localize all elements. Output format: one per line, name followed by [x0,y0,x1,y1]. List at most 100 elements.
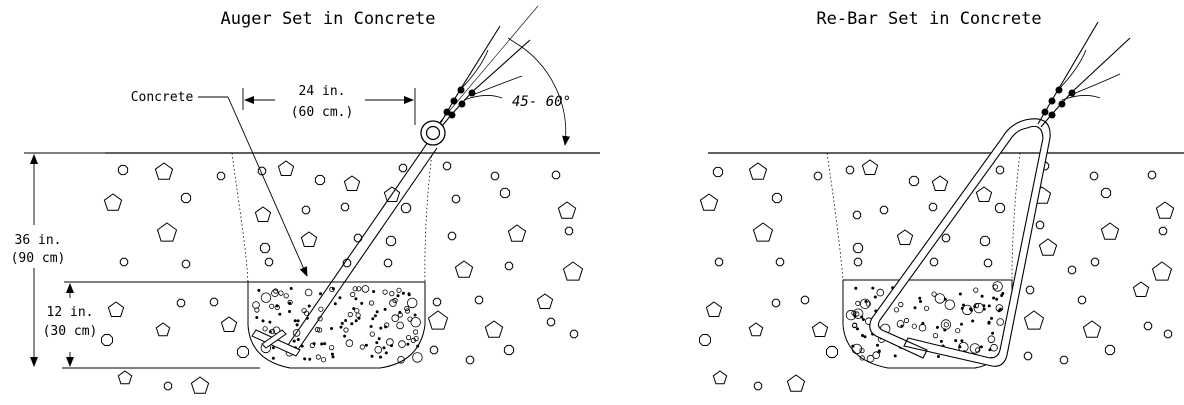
aggregate-particle [309,358,311,360]
soil-rock [238,347,249,358]
aggregate-particle [332,288,334,290]
soil-rock [776,258,783,265]
aggregate-particle [864,336,866,338]
soil-rock [1090,172,1097,179]
soil-rock [210,298,217,305]
soil-rock [942,234,949,241]
aggregate-particle [981,295,983,297]
soil-rock [1083,321,1100,337]
aggregate-particle [304,311,308,315]
aggregate-particle [380,327,382,329]
aggregate-particle [397,322,404,329]
aggregate-particle [878,350,880,352]
aggregate-particle [351,323,353,325]
aggregate-particle [855,287,857,289]
aggregate-particle [361,302,363,304]
soil-rock [880,206,887,213]
soil-rock [996,166,1003,173]
aggregate-particle [894,308,898,312]
aggregate-particle [293,340,295,342]
aggregate-particle [304,358,306,360]
soil-rock [255,207,270,222]
aggregate-particle [362,286,369,293]
soil-rock [570,330,577,337]
aggregate-particle [407,343,409,345]
soil-rock [448,232,455,239]
aggregate-particle [263,327,267,331]
aggregate-particle [997,319,1004,326]
soil-rock [104,194,121,210]
aggregate-particle [272,357,274,359]
soil-rock [1105,345,1114,354]
soil-rock [302,206,309,213]
aggregate-particle [284,294,288,298]
aggregate-particle [936,326,938,328]
soil-rock [508,225,525,241]
soil-rock [430,346,437,353]
aggregate-particle [329,345,333,349]
soil-rock [846,166,853,173]
aggregate-particle [413,353,423,363]
soil-rock [386,236,395,245]
aggregate-particle [313,343,315,345]
aggregate-particle [256,316,258,318]
aggregate-particle [1002,292,1004,294]
aggregate-particle [406,335,410,339]
width-inches-label: 24 in. [299,84,346,99]
aggregate-particle [305,289,312,296]
soil-rock [1060,356,1067,363]
rebar-anchor [870,119,1050,366]
aggregate-particle [919,297,921,299]
aggregate-particle [344,328,348,332]
aggregate-particle [379,356,381,358]
soil-rock [853,243,862,252]
soil-rock [984,259,991,266]
fill-dimension: 12 in. (30 cm) [43,284,98,366]
soil-rock [491,172,498,179]
rebar-concrete-fill [843,280,1012,368]
aggregate-particle [356,313,360,317]
soil-rock [1078,296,1085,303]
soil-rock [929,203,936,210]
soil-rock [221,317,236,332]
soil-rock [164,382,171,389]
aggregate-particle [370,332,374,336]
aggregate-particle [944,329,946,331]
soil-rock [801,296,808,303]
soil-rock [909,176,918,185]
aggregate-particle [988,321,990,323]
aggregate-particle [988,336,995,343]
soil-rock [552,171,559,178]
aggregate-particle [937,355,939,357]
soil-rock [772,299,779,306]
soil-rock [191,377,208,393]
soil-rock [120,258,127,265]
aggregate-particle [258,289,260,291]
aggregate-particle [919,300,921,302]
aggregate-particle [874,296,876,298]
angle-indicator: 45- 60° [508,38,571,145]
soil-rock [1025,311,1044,329]
aggregate-particle [319,293,321,295]
soil-rock [181,193,190,202]
aggregate-particle [339,297,341,299]
aggregate-particle [340,326,342,328]
soil-rock [547,318,554,325]
aggregate-particle [269,321,271,323]
soil-rock [715,258,722,265]
soil-rock [772,193,781,202]
aggregate-particle [376,311,378,313]
aggregate-particle [992,332,994,334]
soil-rock [1036,221,1043,228]
soil-rock [749,163,766,179]
soil-rock [118,371,131,384]
aggregate-particle [414,314,416,316]
aggregate-particle [996,298,998,300]
auger-diagram-title: Auger Set in Concrete [221,9,436,29]
soil-rock [1101,223,1118,239]
aggregate-particle [372,318,374,320]
aggregate-particle [919,324,926,331]
soil-rock [278,161,293,176]
aggregate-particle [988,305,990,307]
